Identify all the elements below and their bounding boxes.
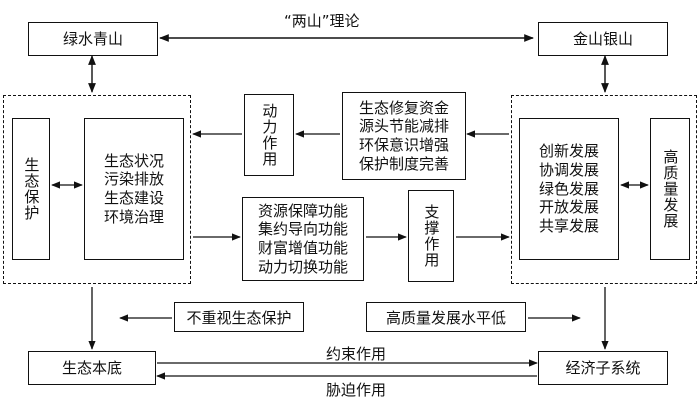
right-development-group <box>511 95 697 284</box>
eco-protect-box: 生态保护 <box>12 118 50 260</box>
support-effect-box: 支撑作用 <box>408 190 454 282</box>
dynamic-effect-box: 动力作用 <box>244 94 294 176</box>
gold-mountains-box: 金山银山 <box>538 22 668 56</box>
theory-label: “两山”理论 <box>284 12 360 30</box>
high-quality-box: 高质量发展 <box>650 118 690 260</box>
function-items-box: 资源保障功能 集约导向功能 财富增值功能 动力切换功能 <box>242 197 364 281</box>
econ-system-box: 经济子系统 <box>538 351 668 385</box>
source-items-box: 生态修复资金 源头节能减排 环保意识增强 保护制度完善 <box>342 92 466 180</box>
development-items-box: 创新发展 协调发展 绿色发展 开放发展 共享发展 <box>519 118 619 260</box>
neglect-label-box: 不重视生态保护 <box>174 302 304 332</box>
eco-base-box: 生态本底 <box>28 351 156 385</box>
lush-mountains-box: 绿水青山 <box>28 22 158 56</box>
constraint-label: 约束作用 <box>326 345 387 363</box>
left-ecology-group <box>3 95 191 284</box>
coercion-label: 胁迫作用 <box>326 381 387 399</box>
low-level-label-box: 高质量发展水平低 <box>366 302 526 332</box>
eco-status-box: 生态状况 污染排放 生态建设 环境治理 <box>84 118 184 260</box>
